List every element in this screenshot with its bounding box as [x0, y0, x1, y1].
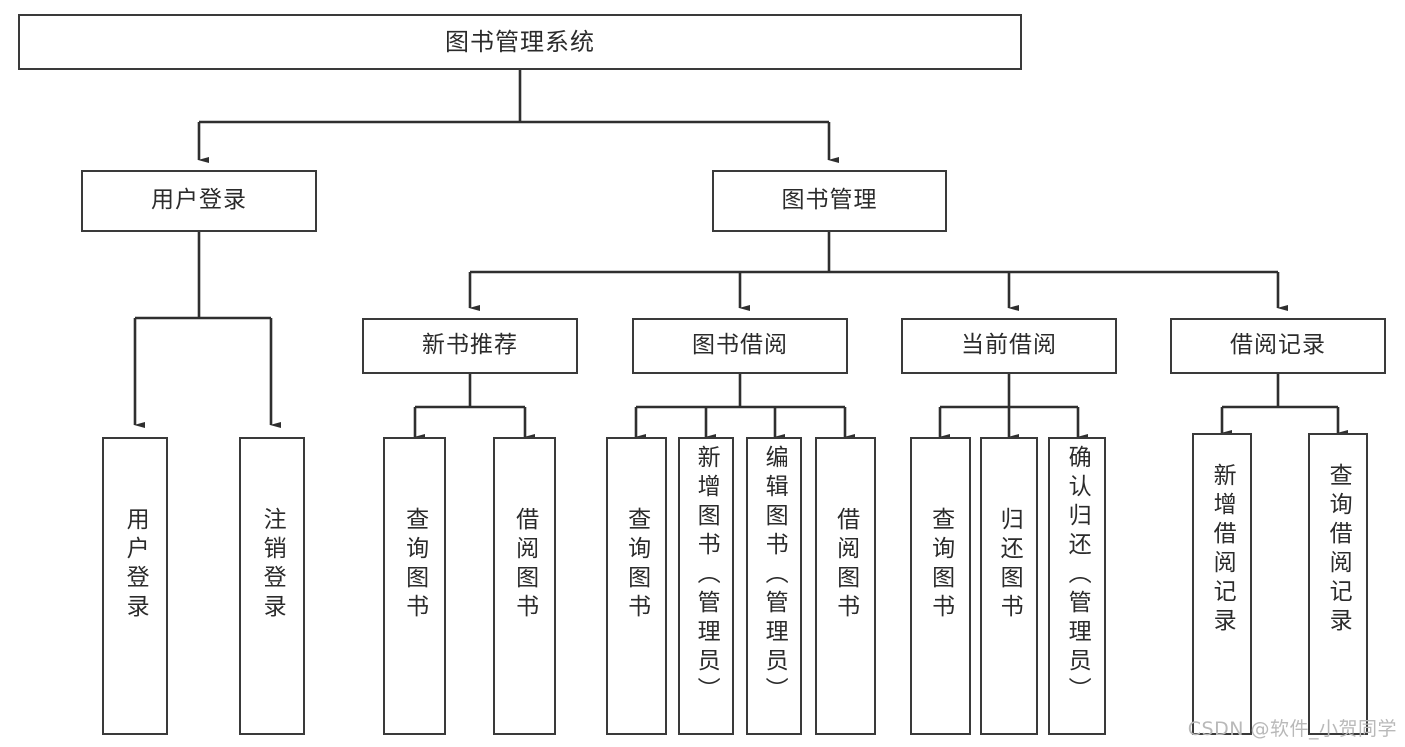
node-book-borrow[interactable]: 图书借阅 — [632, 318, 848, 374]
node-new-book-recommend-label: 新书推荐 — [422, 332, 518, 359]
leaf-query-book-recommend-label: 查询图书 — [401, 507, 428, 623]
node-current-borrow[interactable]: 当前借阅 — [901, 318, 1117, 374]
leaf-return-book[interactable]: 归还图书 — [980, 437, 1038, 735]
leaf-query-book-current[interactable]: 查询图书 — [910, 437, 971, 735]
leaf-query-borrow-record[interactable]: 查询借阅记录 — [1308, 433, 1368, 735]
node-borrow-record-label: 借阅记录 — [1230, 332, 1326, 359]
leaf-confirm-return-label: 确认归还（管理员） — [1064, 445, 1091, 706]
leaf-query-book-recommend[interactable]: 查询图书 — [383, 437, 446, 735]
leaf-return-book-label: 归还图书 — [996, 507, 1023, 623]
leaf-query-borrow-record-label: 查询借阅记录 — [1325, 463, 1352, 637]
leaf-borrow-book-borrow[interactable]: 借阅图书 — [815, 437, 876, 735]
node-new-book-recommend[interactable]: 新书推荐 — [362, 318, 578, 374]
leaf-edit-book[interactable]: 编辑图书（管理员） — [746, 437, 802, 735]
leaf-add-borrow-record[interactable]: 新增借阅记录 — [1192, 433, 1252, 735]
watermark: CSDN @软件_小贺同学 — [1187, 718, 1397, 740]
leaf-borrow-book-recommend[interactable]: 借阅图书 — [493, 437, 556, 735]
leaf-user-login-label: 用户登录 — [122, 507, 149, 623]
node-borrow-record[interactable]: 借阅记录 — [1170, 318, 1386, 374]
leaf-borrow-book-recommend-label: 借阅图书 — [511, 507, 538, 623]
node-root[interactable]: 图书管理系统 — [18, 14, 1022, 70]
node-book-borrow-label: 图书借阅 — [692, 332, 788, 359]
leaf-edit-book-label: 编辑图书（管理员） — [761, 445, 788, 706]
leaf-logout-login-label: 注销登录 — [259, 507, 286, 623]
leaf-query-book-current-label: 查询图书 — [927, 507, 954, 623]
leaf-add-book[interactable]: 新增图书（管理员） — [678, 437, 734, 735]
leaf-query-book-borrow-label: 查询图书 — [623, 507, 650, 623]
node-user-login-label: 用户登录 — [151, 187, 247, 214]
leaf-query-book-borrow[interactable]: 查询图书 — [606, 437, 667, 735]
node-user-login[interactable]: 用户登录 — [81, 170, 317, 232]
leaf-borrow-book-borrow-label: 借阅图书 — [832, 507, 859, 623]
node-book-management[interactable]: 图书管理 — [712, 170, 947, 232]
leaf-logout-login[interactable]: 注销登录 — [239, 437, 305, 735]
node-book-management-label: 图书管理 — [781, 187, 878, 214]
node-root-label: 图书管理系统 — [445, 27, 595, 56]
leaf-add-book-label: 新增图书（管理员） — [693, 445, 720, 706]
leaf-confirm-return[interactable]: 确认归还（管理员） — [1048, 437, 1106, 735]
leaf-add-borrow-record-label: 新增借阅记录 — [1209, 463, 1236, 637]
leaf-user-login[interactable]: 用户登录 — [102, 437, 168, 735]
node-current-borrow-label: 当前借阅 — [961, 332, 1057, 359]
